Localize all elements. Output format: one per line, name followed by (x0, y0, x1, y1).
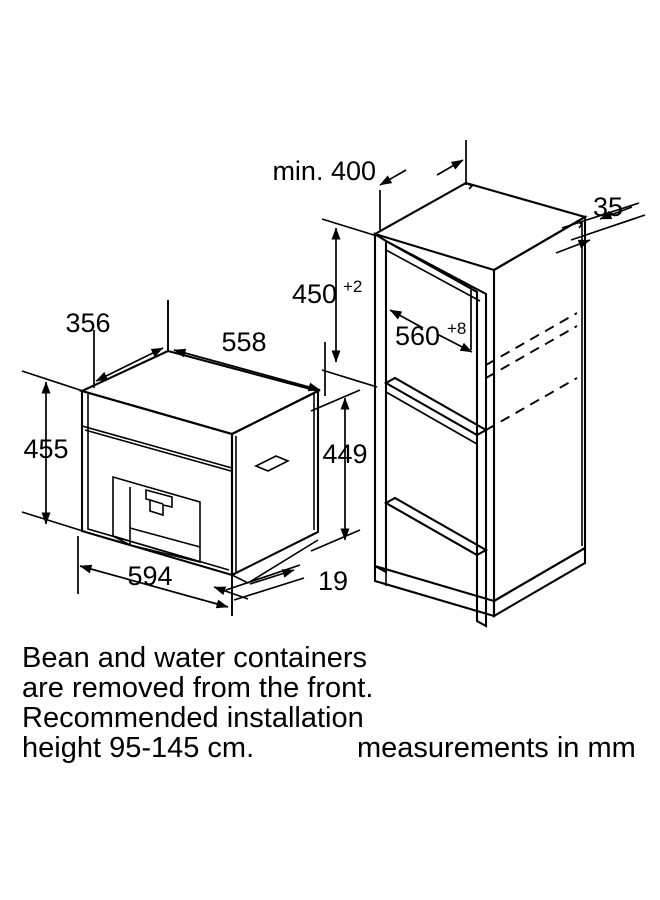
appliance-control-strip-lower (84, 429, 232, 472)
dimension-label-356: 356 (65, 308, 110, 338)
dimension-label-594: 594 (127, 561, 172, 591)
cabinet-lower-floor-face (383, 496, 489, 557)
dim-line-19-left (213, 586, 249, 600)
appliance-top-face (79, 349, 321, 436)
ext-line-450-bottom (321, 369, 378, 388)
ext-line-19-b (225, 564, 301, 591)
dim-line-35-left (555, 239, 591, 254)
cabinet-right-side-panel (492, 215, 587, 603)
appliance-front-panel-edge (87, 394, 230, 571)
units-note: measurements in mm (357, 732, 636, 764)
note-line-2: are removed from the front. (22, 672, 373, 704)
dim-line-min400-left (379, 169, 407, 186)
dim-line-560-left (389, 309, 424, 329)
dim-line-min400-right (436, 159, 464, 176)
note-line-1: Bean and water containers (22, 642, 367, 674)
cabinet-top-face (372, 181, 588, 272)
appliance-dispenser-floor (112, 535, 201, 563)
dim-line-19-right (249, 569, 295, 585)
dimension-min400-group: min. 400 (272, 140, 467, 231)
ext-line-449-bottom (310, 529, 361, 552)
cabinet-hidden-back-floor (485, 377, 578, 431)
dimension-label-35: 35 (593, 192, 623, 222)
dimension-label-560: 560 (395, 321, 440, 351)
note-line-3: Recommended installation (22, 702, 364, 734)
dim-line-35-right (599, 206, 633, 220)
cabinet-plinth-right (492, 546, 587, 618)
appliance-drip-tray-line (129, 527, 201, 548)
dimension-label-19: 19 (318, 566, 348, 596)
cabinet-niche-ceiling (385, 240, 478, 293)
dimension-tolerance-560: +8 (447, 319, 466, 338)
dimension-tolerance-450: +2 (343, 277, 362, 296)
appliance-control-strip (81, 425, 233, 469)
ext-line-35-b (570, 214, 646, 241)
cabinet-hidden-back-diagonal (485, 312, 578, 366)
ext-line-449-top (310, 389, 361, 412)
dimension-450-group: 450 +2 (292, 218, 378, 388)
cabinet-niche-ceiling-back (385, 249, 481, 302)
notes-block: Bean and water containers are removed fr… (22, 642, 636, 764)
cabinet-niche-shelf-edge (385, 391, 478, 445)
dimension-455-group: 455 (21, 370, 87, 533)
dim-line-560-right (436, 333, 473, 353)
dimension-449-group: 449 (310, 389, 368, 552)
dimension-19-group: 19 (213, 564, 348, 616)
dimension-label-455: 455 (23, 434, 68, 464)
cabinet-hidden-back-lower (485, 325, 578, 379)
appliance-coffee-spout (145, 488, 173, 517)
dimension-558-group: 558 (167, 300, 326, 396)
ext-line-19-c (233, 577, 305, 601)
appliance-right-face (230, 389, 320, 577)
cabinet-niche-shelf (383, 376, 489, 437)
appliance-spout-detail (149, 499, 164, 505)
dimension-label-min-400: min. 400 (272, 156, 376, 186)
dimension-356-group: 356 (65, 300, 169, 388)
dim-line-356 (95, 347, 164, 382)
note-line-4: height 95-145 cm. (22, 732, 254, 764)
dimension-label-558: 558 (221, 327, 266, 357)
dimension-label-449: 449 (322, 439, 367, 469)
ext-line-450-top (321, 218, 378, 237)
cabinet-top-rear-notch (465, 182, 474, 190)
ext-line-455-bottom (21, 511, 87, 533)
dim-line-558 (173, 348, 321, 392)
cabinet-drawing-group: min. 400 450 +2 560 +8 (272, 140, 646, 628)
dimension-35-group: 35 (555, 192, 646, 254)
appliance-side-handle-cutout (254, 455, 290, 472)
dimension-560-group: 560 +8 (385, 286, 473, 390)
appliance-dispenser-recess (112, 475, 201, 564)
appliance-drawing-group: 356 558 455 449 (21, 300, 368, 616)
dim-line-594 (79, 564, 229, 609)
ext-line-455-top (21, 370, 87, 393)
appliance-front-face (80, 389, 234, 577)
dimension-label-450: 450 (292, 279, 337, 309)
cabinet-left-side-panel (373, 232, 388, 574)
